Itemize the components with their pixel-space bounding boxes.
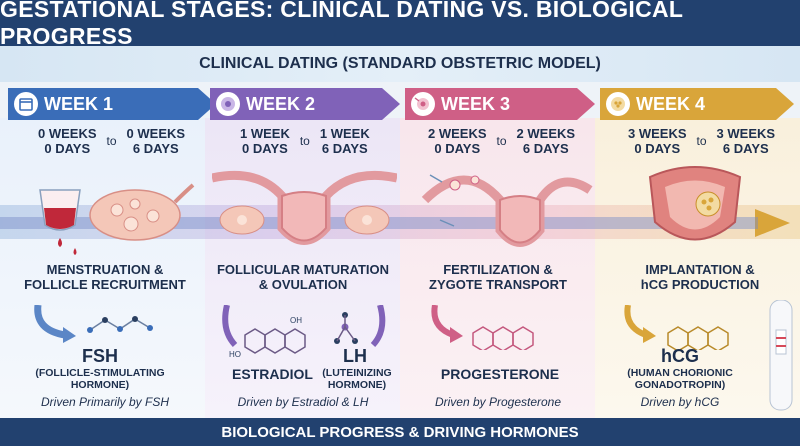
uterus-ovulation-illustration — [212, 170, 397, 245]
range-connector: to — [299, 134, 310, 148]
end-weeks: 3 WEEKS — [716, 126, 776, 141]
week-2-driven-by: Driven by Estradiol & LH — [237, 395, 369, 409]
calendar-icon — [14, 92, 38, 116]
end-days: 6 DAYS — [321, 141, 368, 156]
week-3-arrow: WEEK 3 — [405, 88, 595, 120]
page-subtitle: CLINICAL DATING (STANDARD OBSTETRIC MODE… — [199, 55, 601, 72]
end-weeks: 1 WEEK — [319, 126, 370, 141]
start-weeks: 1 WEEK — [240, 126, 290, 141]
hydroxyl-side-label: HO — [229, 350, 241, 359]
range-connector: to — [496, 134, 507, 148]
week-1-hormone: FSH — [82, 346, 118, 366]
footer-label: BIOLOGICAL PROGRESS & DRIVING HORMONES — [221, 423, 579, 441]
week-1-arrow: WEEK 1 — [8, 88, 216, 120]
estradiol-lh-molecule-icon: OH HO — [222, 305, 386, 359]
stage-panel-week-2 — [205, 118, 400, 418]
week-3-hormone: PROGESTERONE — [440, 366, 560, 382]
week-2-hormone-lh: LH — [343, 346, 367, 366]
embryo-icon — [606, 92, 630, 116]
week-3-driven-by: Driven by Progesterone — [434, 395, 562, 409]
subtitle-bar: CLINICAL DATING (STANDARD OBSTETRIC MODE… — [0, 46, 800, 82]
week-2-arrow: WEEK 2 — [210, 88, 400, 120]
footer-bar: BIOLOGICAL PROGRESS & DRIVING HORMONES — [0, 418, 800, 446]
week-4-milestone: IMPLANTATION &hCG PRODUCTION — [640, 262, 760, 292]
end-days: 6 DAYS — [722, 141, 769, 156]
week-3-milestone: FERTILIZATION &ZYGOTE TRANSPORT — [429, 262, 567, 292]
fsh-molecule-icon — [34, 305, 153, 343]
hcg-molecule-icon — [624, 305, 729, 350]
stage-panel-week-3 — [400, 118, 595, 418]
fertilization-transport-illustration — [421, 174, 593, 247]
week-1-label: WEEK 1 — [8, 88, 198, 120]
pregnancy-test-icon — [769, 300, 793, 411]
start-days: 0 DAYS — [44, 141, 91, 156]
progesterone-molecule-icon — [431, 305, 534, 350]
week-2-milestone: FOLLICULAR MATURATION& OVULATION — [216, 262, 390, 292]
end-days: 6 DAYS — [132, 141, 179, 156]
start-weeks: 0 WEEKS — [38, 126, 97, 141]
implantation-illustration — [648, 166, 742, 241]
zygote-icon — [411, 92, 435, 116]
range-connector: to — [696, 134, 707, 148]
end-days: 6 DAYS — [522, 141, 569, 156]
end-weeks: 0 WEEKS — [126, 126, 186, 141]
end-weeks: 2 WEEKS — [516, 126, 576, 141]
page-title: GESTATIONAL STAGES: CLINICAL DATING VS. … — [0, 0, 683, 49]
range-connector: to — [106, 134, 117, 148]
week-1-driven-by: Driven Primarily by FSH — [40, 395, 169, 409]
start-weeks: 3 WEEKS — [628, 126, 687, 141]
start-days: 0 DAYS — [634, 141, 681, 156]
week-4-arrow: WEEK 4 — [600, 88, 794, 120]
start-days: 0 DAYS — [434, 141, 481, 156]
week-4-driven-by: Driven by hCG — [640, 395, 720, 409]
week-1-milestone: MENSTRUATION &FOLLICLE RECRUITMENT — [24, 262, 186, 292]
start-weeks: 2 WEEKS — [428, 126, 487, 141]
follicle-icon — [216, 92, 240, 116]
stage-panel-week-1 — [0, 118, 205, 418]
hydroxyl-top-label: OH — [290, 316, 302, 325]
start-days: 0 DAYS — [242, 141, 288, 156]
menstrual-cup-and-ovary-illustration — [39, 183, 195, 255]
week-2-hormone-estradiol: ESTRADIOL — [232, 366, 313, 382]
title-bar: GESTATIONAL STAGES: CLINICAL DATING VS. … — [0, 0, 800, 49]
week-4-hormone: hCG — [661, 346, 699, 366]
